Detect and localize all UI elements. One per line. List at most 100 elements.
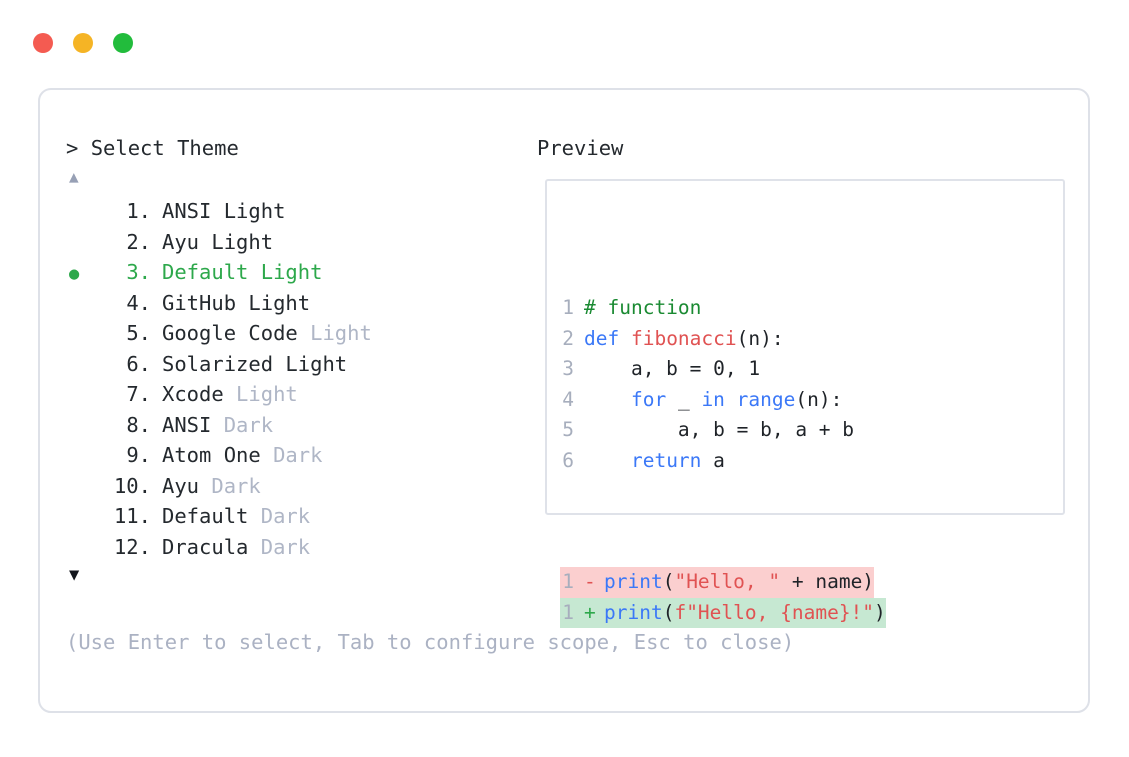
line-number: 3: [562, 357, 574, 380]
theme-variant-tag: Dark: [248, 534, 311, 559]
code-token-string: f"Hello, {name}!": [674, 600, 875, 624]
code-token-keyword: return: [630, 448, 702, 472]
theme-name: ANSI: [162, 412, 212, 437]
code-token-plain: [584, 449, 631, 472]
theme-index: 6.: [126, 351, 151, 376]
theme-name: Atom One: [162, 443, 261, 467]
theme-list-item[interactable]: 11.Default Dark: [66, 501, 536, 532]
code-token-plain: (: [662, 570, 675, 593]
selected-bullet-icon: ●: [69, 264, 80, 284]
diff-marker-icon: +: [584, 600, 596, 624]
theme-index: 1.: [126, 199, 151, 223]
theme-index: 8.: [126, 412, 151, 437]
theme-name: Google Code: [162, 321, 298, 345]
window-maximize-button[interactable]: [113, 33, 133, 53]
theme-index: 3.: [126, 260, 151, 284]
theme-index: 11.: [113, 504, 151, 528]
keyboard-hint: (Use Enter to select, Tab to configure s…: [66, 630, 795, 654]
theme-list-item[interactable]: 6. Solarized Light: [66, 349, 536, 380]
theme-name: ANSI Light: [162, 199, 286, 223]
theme-list-item[interactable]: 7. Xcode Light: [66, 379, 536, 410]
scroll-down-icon[interactable]: ▼: [69, 565, 80, 585]
theme-variant-tag: Dark: [248, 504, 311, 528]
theme-name: Dracula: [162, 534, 249, 559]
code-line: 3 a, b = 0, 1: [560, 354, 886, 385]
code-token-keyword: for: [630, 387, 667, 411]
scroll-up-icon[interactable]: ▲: [69, 167, 79, 186]
theme-index: 2.: [126, 229, 151, 254]
theme-variant-tag: Light: [297, 321, 372, 345]
code-token-builtin: print: [604, 570, 663, 593]
code-token-string: "Hello, ": [674, 570, 781, 593]
code-line: 4 for _ in range(n):: [560, 385, 886, 416]
theme-list-item[interactable]: ● 3. Default Light: [66, 257, 536, 288]
code-token-plain: + name): [780, 570, 875, 593]
theme-list-item[interactable]: 5. Google Code Light: [66, 318, 536, 349]
code-token-keyword: def: [584, 326, 631, 350]
code-token-plain: a, b = 0, 1: [584, 357, 761, 380]
line-number: 1: [562, 296, 574, 319]
theme-variant-tag: Dark: [211, 412, 274, 437]
theme-list-item[interactable]: 10. Ayu Dark: [66, 471, 536, 502]
theme-list-item[interactable]: 9. Atom One Dark: [66, 440, 536, 471]
code-line: 6 return a: [560, 446, 886, 477]
line-number: 1: [562, 600, 574, 624]
diff-marker-icon: -: [584, 570, 596, 593]
code-token-keyword: in: [701, 387, 725, 411]
code-token-func: fibonacci: [630, 326, 737, 350]
theme-index: 9.: [126, 443, 151, 467]
theme-name: Default Light: [162, 260, 323, 284]
theme-index: 10.: [113, 473, 151, 498]
code-token-plain: (n):: [795, 387, 843, 411]
code-token-plain: (: [662, 600, 675, 624]
code-token-plain: a: [701, 448, 725, 472]
theme-index: 7.: [126, 382, 151, 406]
theme-list: 1. ANSI Light 2. Ayu Light ● 3. Default Light 4…: [66, 196, 536, 562]
theme-list-item[interactable]: 12. Dracula Dark: [66, 532, 536, 563]
line-number: 6: [562, 448, 574, 472]
code-line: 5 a, b = b, a + b: [560, 415, 886, 446]
code-token-plain: [584, 388, 631, 411]
diff-lines: 1-print("Hello, " + name)1+print(f"Hello…: [560, 567, 886, 628]
window-titlebar: [33, 33, 133, 53]
theme-index: 4.: [126, 290, 151, 315]
code-token-plain: ): [874, 600, 886, 624]
theme-name: Ayu: [162, 473, 200, 498]
code-token-plain: a, b = b, a + b: [584, 418, 855, 441]
theme-name: GitHub Light: [162, 290, 311, 315]
line-number: 5: [562, 418, 574, 441]
code-token-plain: (n):: [736, 326, 784, 350]
theme-index: 5.: [126, 321, 151, 345]
code-token-comment: # function: [584, 296, 702, 319]
line-number: 2: [562, 326, 574, 350]
theme-variant-tag: Dark: [260, 443, 323, 467]
theme-name: Ayu Light: [162, 229, 274, 254]
theme-list-item[interactable]: 2. Ayu Light: [66, 227, 536, 258]
preview-label: Preview: [537, 136, 624, 160]
code-token-builtin: print: [604, 600, 663, 624]
theme-list-item[interactable]: 8. ANSI Dark: [66, 410, 536, 441]
code-token-plain: _: [666, 387, 702, 411]
theme-index: 12.: [113, 534, 151, 559]
theme-name: Xcode: [162, 382, 224, 406]
prompt-marker: >: [66, 136, 79, 160]
theme-list-item[interactable]: 1. ANSI Light: [66, 196, 536, 227]
theme-variant-tag: Light: [223, 382, 298, 406]
window-close-button[interactable]: [33, 33, 53, 53]
diff-line-added: 1 + print(f"Hello, {name}!"): [560, 597, 886, 628]
line-number: 1: [562, 570, 574, 593]
code-token-plain: [725, 388, 737, 411]
theme-variant-tag: Dark: [199, 473, 261, 498]
window-minimize-button[interactable]: [73, 33, 93, 53]
theme-list-item[interactable]: 4. GitHub Light: [66, 288, 536, 319]
code-line: 2 def fibonacci(n):: [560, 324, 886, 355]
diff-line-removed: 1-print("Hello, " + name): [560, 567, 875, 598]
theme-name: Solarized Light: [162, 351, 348, 376]
